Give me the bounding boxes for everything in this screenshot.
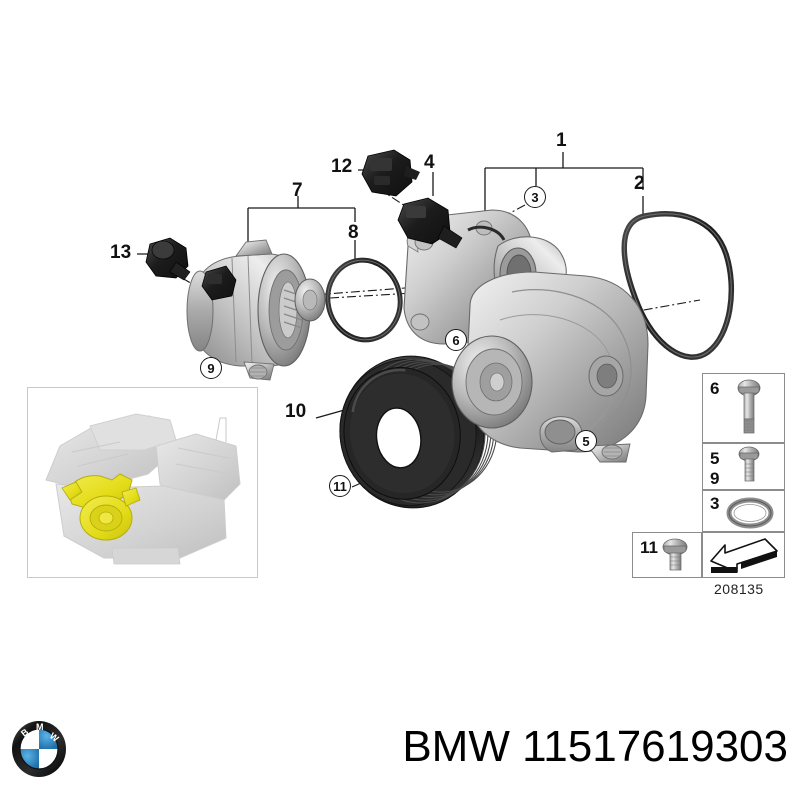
callout-label-8[interactable]: 8	[348, 222, 359, 243]
o-ring-icon	[726, 497, 774, 529]
part-coolant-sensor	[397, 197, 463, 249]
part-thermostat-assembly	[145, 237, 326, 381]
circled-callout-9[interactable]: 9	[200, 357, 222, 379]
direction-arrow-icon	[710, 538, 778, 573]
legend-number-11: 11	[640, 538, 658, 557]
callout-label-13[interactable]: 13	[110, 242, 132, 263]
legend-number-6: 6	[710, 379, 720, 398]
bmw-roundel-logo: B M W	[12, 721, 66, 777]
part-thermostat-connector	[201, 265, 237, 301]
callout-label-10[interactable]: 10	[285, 401, 307, 422]
callout-label-1[interactable]: 1	[556, 130, 567, 151]
part-water-pump	[361, 149, 649, 463]
part-connector-housing-12	[361, 149, 420, 197]
engine-location-inset	[27, 387, 258, 578]
legend-row-11[interactable]	[632, 532, 702, 578]
callout-label-4[interactable]: 4	[424, 152, 435, 173]
circled-callout-5[interactable]: 5	[575, 430, 597, 452]
circled-callout-3[interactable]: 3	[524, 186, 546, 208]
legend-number-9: 9	[710, 469, 720, 488]
legend-row-6[interactable]	[702, 373, 785, 443]
legend-number-5: 5	[710, 449, 720, 468]
footer-part-number: BMW 11517619303	[402, 722, 788, 771]
svg-text:M: M	[36, 722, 44, 732]
flange-bolt-icon	[662, 538, 688, 571]
diagram-code-label: 208135	[714, 581, 764, 597]
circled-callout-6[interactable]: 6	[445, 329, 467, 351]
circled-callout-11[interactable]: 11	[329, 475, 351, 497]
legend-row-5-9[interactable]	[702, 443, 785, 490]
short-hex-bolt-icon	[738, 446, 760, 482]
inset-highlight-waterpump	[61, 473, 141, 541]
long-hex-bolt-icon	[737, 379, 761, 434]
legend-row-3[interactable]	[702, 490, 785, 532]
part-profile-gasket	[621, 211, 735, 360]
part-thermostat-oring	[325, 257, 403, 343]
callout-label-2[interactable]: 2	[634, 173, 645, 194]
part-connector-plug-13	[145, 237, 191, 281]
callout-label-12[interactable]: 12	[331, 156, 353, 177]
inset-engine-drawing	[28, 388, 257, 577]
svg-text:B: B	[19, 726, 31, 738]
part-belt-pulley	[339, 355, 498, 509]
legend-number-3: 3	[710, 494, 720, 513]
callout-label-7[interactable]: 7	[292, 180, 303, 201]
legend-direction-arrow[interactable]	[702, 532, 785, 578]
